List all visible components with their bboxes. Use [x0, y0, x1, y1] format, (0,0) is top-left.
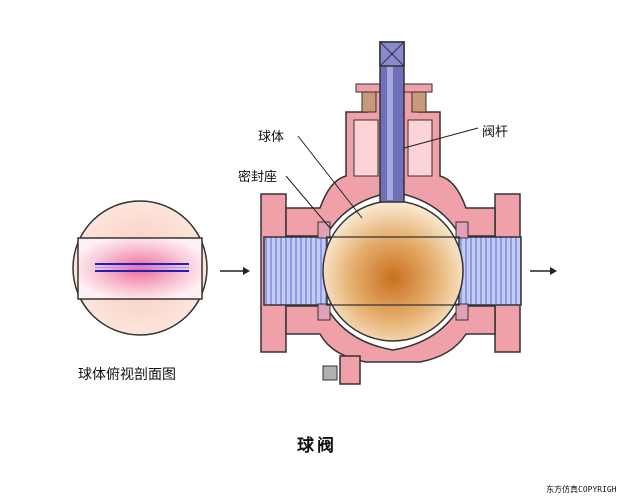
top-section-view — [72, 200, 208, 336]
ball-label: 球体 — [258, 130, 285, 145]
stem-label: 阀杆 — [482, 125, 509, 140]
flow-arrow-in-icon — [220, 267, 250, 275]
diagram-title: 球阀 — [297, 436, 337, 456]
flow-arrow-out-icon — [530, 267, 557, 275]
top-section-label: 球体俯视剖面图 — [78, 367, 176, 383]
leader-lines — [285, 127, 479, 229]
flow-bore — [263, 236, 522, 306]
copyright-text: 东方仿真COPYRIGH — [546, 485, 617, 494]
sealing-seat — [317, 221, 469, 321]
valve-stem — [379, 41, 405, 203]
seat-label: 密封座 — [238, 170, 278, 185]
ball — [322, 200, 464, 342]
